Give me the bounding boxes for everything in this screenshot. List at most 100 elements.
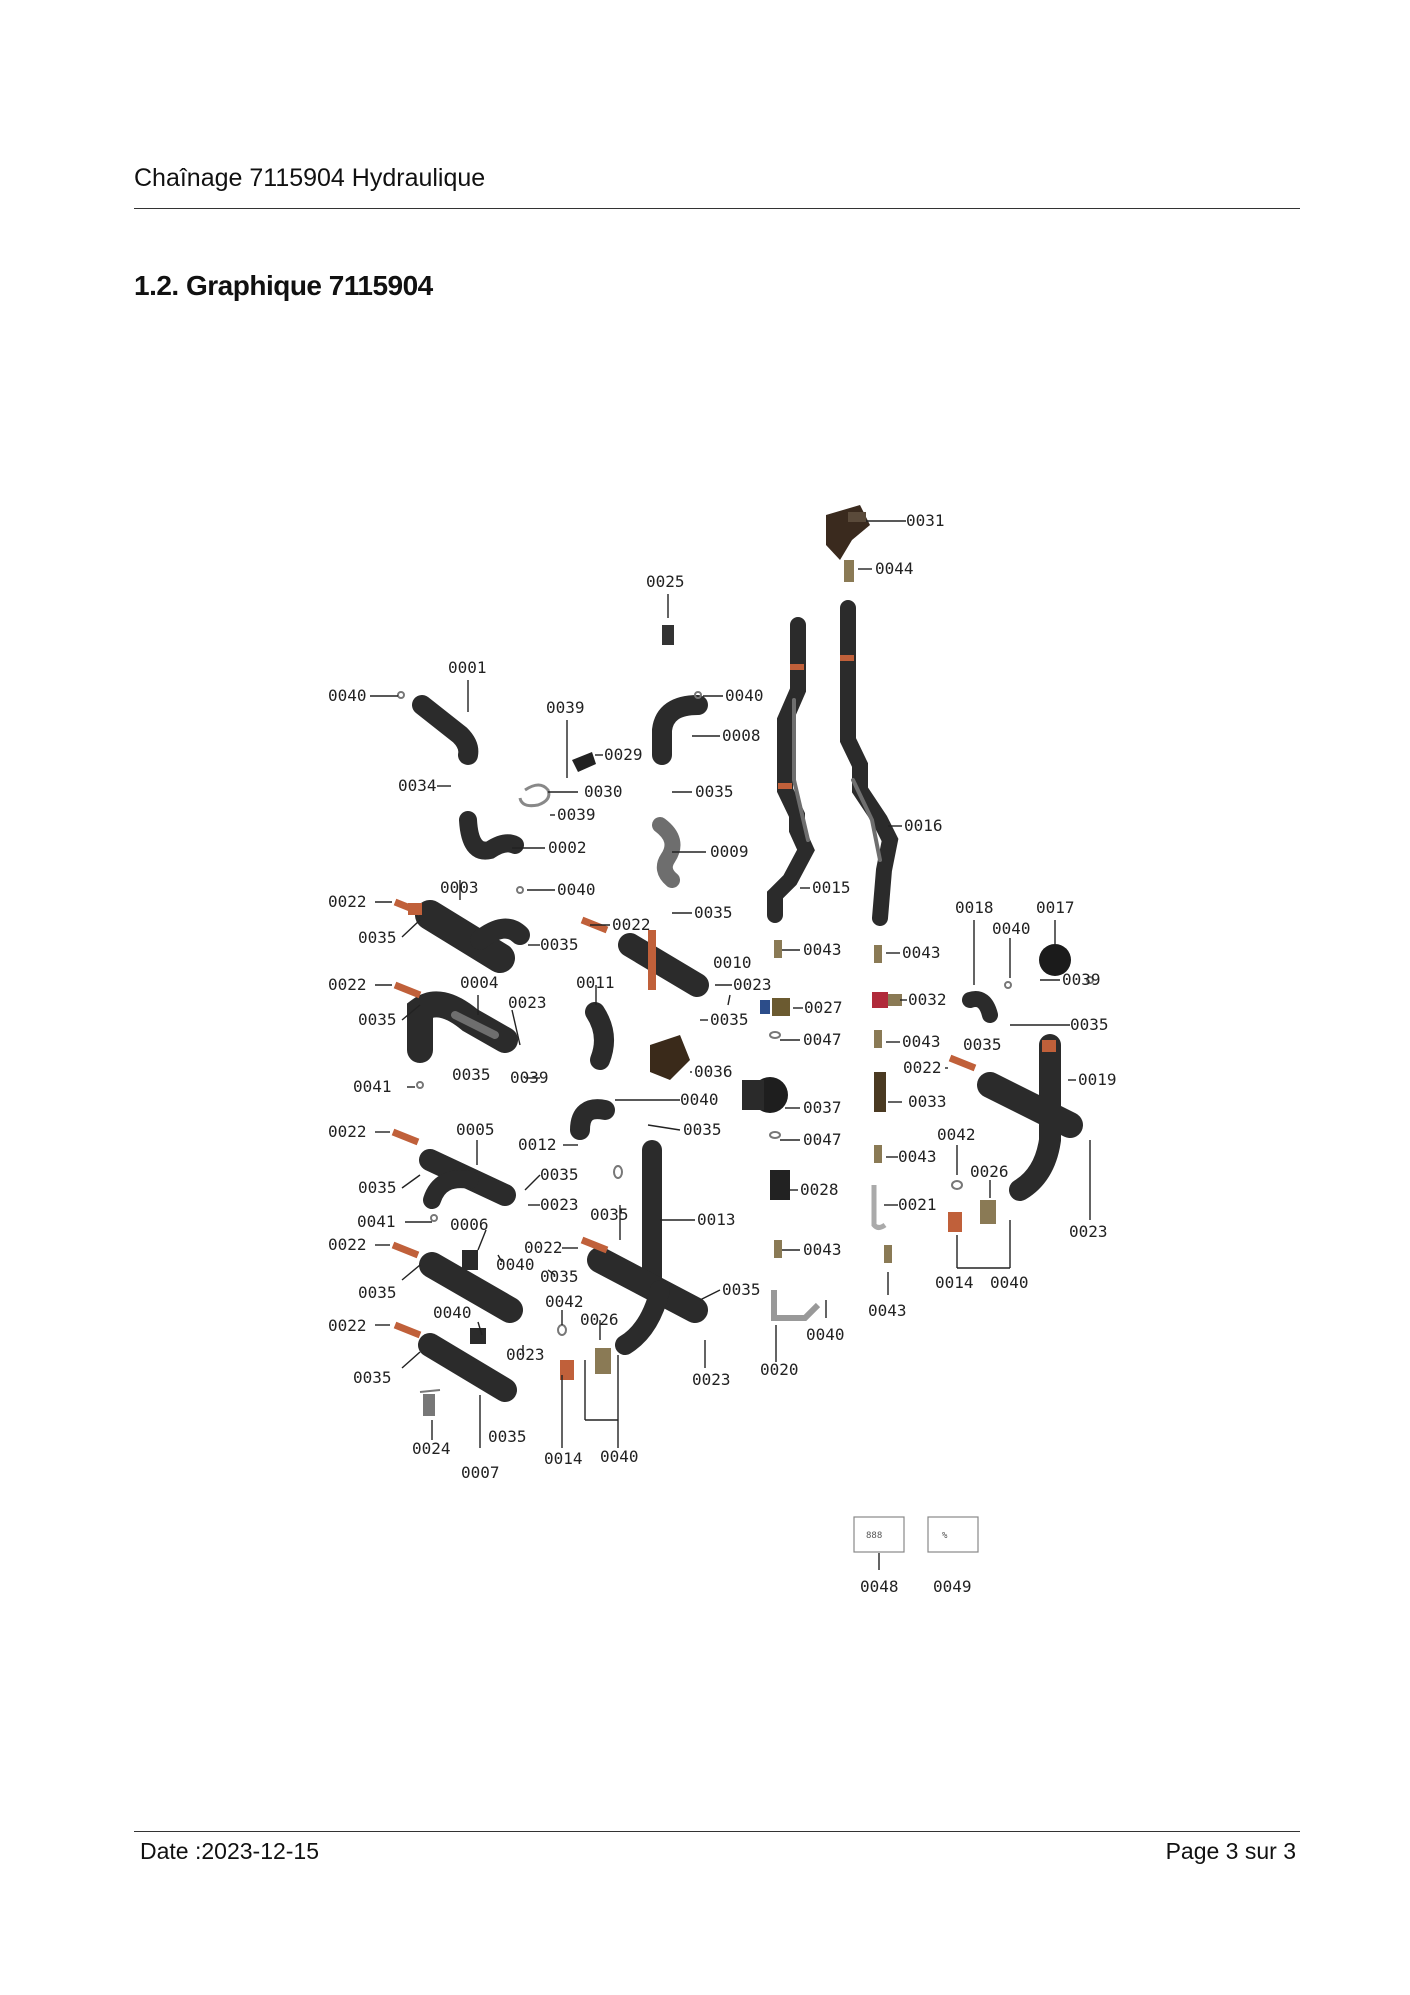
part-0028-tee	[770, 1170, 790, 1200]
part-0044-fitting	[844, 560, 854, 582]
part-labels: 0031 0044 0025 0001 0040 0040 0008 0039 …	[328, 511, 1117, 1596]
label-0023-e: 0023	[506, 1345, 545, 1364]
label-0035-h: 0035	[963, 1035, 1002, 1054]
label-0035-e: 0035	[358, 1010, 397, 1029]
label-0023-b: 0023	[508, 993, 547, 1012]
label-0044: 0044	[875, 559, 914, 578]
label-0042-a: 0042	[937, 1125, 976, 1144]
label-0020: 0020	[760, 1360, 799, 1379]
label-0009: 0009	[710, 842, 749, 861]
label-0043-a: 0043	[803, 940, 842, 959]
label-0035-j: 0035	[683, 1120, 722, 1139]
label-0023-a: 0023	[733, 975, 772, 994]
label-0021: 0021	[898, 1195, 937, 1214]
label-0022-h: 0022	[328, 1316, 367, 1335]
label-0043-d: 0043	[898, 1147, 937, 1166]
part-0004-manifold	[407, 991, 518, 1063]
label-0040-a: 0040	[328, 686, 367, 705]
label-0039-b: 0039	[557, 805, 596, 824]
part-0049-bag: %	[927, 1516, 979, 1553]
label-0005: 0005	[456, 1120, 495, 1139]
label-0048: 0048	[860, 1577, 899, 1596]
label-0019: 0019	[1078, 1070, 1117, 1089]
label-0037: 0037	[803, 1098, 842, 1117]
label-0035-o: 0035	[540, 1267, 579, 1286]
label-0035-l: 0035	[540, 1165, 579, 1184]
part-0012-bend	[570, 1099, 615, 1140]
label-0035-r: 0035	[488, 1427, 527, 1446]
label-0035-m: 0035	[590, 1205, 629, 1224]
label-0040-e: 0040	[680, 1090, 719, 1109]
label-0023-f: 0023	[692, 1370, 731, 1389]
part-0020-bracket	[771, 1290, 821, 1321]
label-0035-k: 0035	[358, 1178, 397, 1197]
label-0043-e: 0043	[803, 1240, 842, 1259]
label-0040-c: 0040	[557, 880, 596, 899]
label-0010: 0010	[713, 953, 752, 972]
part-0013-tee	[587, 1140, 708, 1355]
part-0017-cap	[1039, 944, 1071, 976]
part-0019-manifold	[977, 1034, 1083, 1201]
label-0007: 0007	[461, 1463, 500, 1482]
part-0021-clamp	[871, 1185, 887, 1230]
part-0037-pump-head	[742, 1077, 788, 1113]
label-0022-a: 0022	[328, 892, 367, 911]
label-0012: 0012	[518, 1135, 557, 1154]
svg-text:%: %	[942, 1531, 948, 1541]
part-0029-tap	[572, 752, 596, 772]
part-0016-pipe	[840, 600, 899, 926]
label-0024: 0024	[412, 1439, 451, 1458]
footer-page-number: Page 3 sur 3	[1165, 1838, 1296, 1864]
part-0033-fitting	[874, 1072, 886, 1112]
document-header-title: Chaînage 7115904 Hydraulique	[134, 164, 486, 192]
part-0010-pipe	[618, 930, 709, 997]
label-0025: 0025	[646, 572, 685, 591]
label-0036: 0036	[694, 1062, 733, 1081]
label-0039-c: 0039	[1062, 970, 1101, 989]
part-0043-fittings	[774, 940, 892, 1263]
label-0001: 0001	[448, 658, 487, 677]
label-0023-c: 0023	[540, 1195, 579, 1214]
label-0035-a: 0035	[695, 782, 734, 801]
footer-date: Date :2023-12-15	[140, 1838, 320, 1864]
label-0013: 0013	[697, 1210, 736, 1229]
label-0023-d: 0023	[1069, 1222, 1108, 1241]
label-0014-b: 0014	[544, 1449, 583, 1468]
label-0002: 0002	[548, 838, 587, 857]
label-0004: 0004	[460, 973, 499, 992]
label-0040-g: 0040	[990, 1273, 1029, 1292]
part-0030-hose	[518, 783, 551, 808]
header-divider	[134, 208, 1300, 209]
label-0040-b: 0040	[725, 686, 764, 705]
label-0028: 0028	[800, 1180, 839, 1199]
label-0027: 0027	[804, 998, 843, 1017]
label-0039-a: 0039	[546, 698, 585, 717]
label-0041-a: 0041	[353, 1077, 392, 1096]
label-0035-p: 0035	[722, 1280, 761, 1299]
label-0022-d: 0022	[903, 1058, 942, 1077]
part-0026a-connector	[560, 1348, 611, 1380]
label-0043-f: 0043	[868, 1301, 907, 1320]
label-0040-f: 0040	[496, 1255, 535, 1274]
label-0003: 0003	[440, 878, 479, 897]
label-0015: 0015	[812, 878, 851, 897]
part-0007-manifold	[418, 1328, 517, 1402]
part-0036-pump	[650, 1035, 690, 1080]
svg-text:888: 888	[866, 1531, 882, 1541]
label-0040-d: 0040	[992, 919, 1031, 938]
label-0047-a: 0047	[803, 1030, 842, 1049]
part-0006-manifold	[419, 1250, 523, 1323]
label-0022-e: 0022	[328, 1122, 367, 1141]
label-0026-a: 0026	[970, 1162, 1009, 1181]
label-0039-d: 0039	[510, 1068, 549, 1087]
part-0024-key	[419, 1389, 441, 1416]
part-0031-valve	[826, 505, 870, 560]
part-0022-stubs	[391, 898, 977, 1339]
label-0008: 0008	[722, 726, 761, 745]
label-0030: 0030	[584, 782, 623, 801]
part-0026b-connector	[948, 1200, 996, 1232]
label-0040-j: 0040	[600, 1447, 639, 1466]
label-0014-a: 0014	[935, 1273, 974, 1292]
label-0032: 0032	[908, 990, 947, 1009]
